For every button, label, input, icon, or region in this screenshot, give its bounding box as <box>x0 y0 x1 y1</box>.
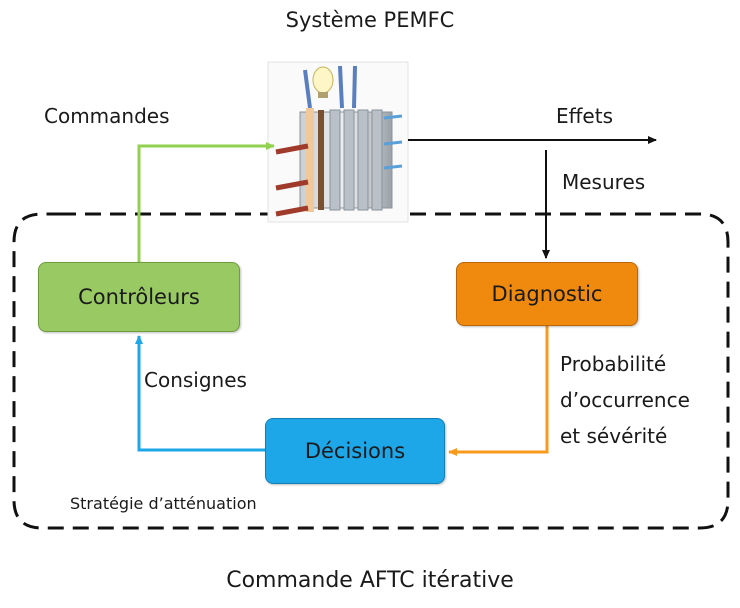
commandes-arrow <box>137 142 275 262</box>
diagram-footer-title: Commande AFTC itérative <box>226 568 514 593</box>
probabilite-label-line1: Probabilité <box>560 352 667 376</box>
controleurs-box: Contrôleurs <box>38 262 240 332</box>
consignes-label: Consignes <box>144 368 247 392</box>
commandes-label: Commandes <box>44 104 170 128</box>
mesures-label: Mesures <box>562 170 646 194</box>
effets-label: Effets <box>556 104 613 128</box>
consignes-arrow <box>135 335 265 452</box>
diagnostic-box: Diagnostic <box>456 262 638 326</box>
decisions-box: Décisions <box>265 418 445 484</box>
strategie-label: Stratégie d’atténuation <box>70 494 257 513</box>
strategy-boundary <box>12 212 730 530</box>
pemfc-stack-icon <box>267 61 409 223</box>
probabilite-arrow <box>448 326 549 456</box>
probabilite-label-line2: d’occurrence <box>560 388 690 412</box>
diagram-title: Système PEMFC <box>285 8 455 32</box>
probabilite-label-line3: et sévérité <box>560 424 668 448</box>
